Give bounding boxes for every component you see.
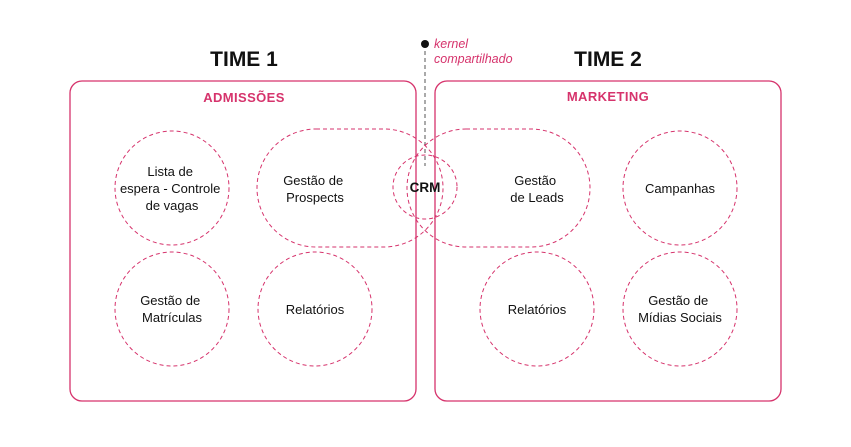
gestao-prospects-label: Gestão de Prospects (283, 173, 347, 205)
relatorios-admissoes-circle (257, 251, 373, 367)
campanhas-label: Campanhas (645, 181, 716, 196)
team2-title: TIME 2 (574, 48, 642, 71)
kernel-label-line2: compartilhado (434, 52, 513, 66)
marketing-context-box (434, 80, 782, 402)
leads-capsule (406, 128, 591, 248)
gestao-midias-circle (622, 251, 738, 367)
lista-espera-label: Lista de espera - Controle de vagas (120, 164, 224, 213)
crm-label: CRM (410, 180, 441, 195)
admissoes-context-box (69, 80, 417, 402)
relatorios-marketing-label: Relatórios (508, 302, 567, 317)
gestao-matriculas-circle (114, 251, 230, 367)
kernel-bullet-icon (421, 40, 429, 48)
relatorios-admissoes-label: Relatórios (286, 302, 345, 317)
kernel-label-line1: kernel (434, 37, 469, 51)
prospects-capsule (256, 128, 444, 248)
admissoes-label: ADMISSÕES (203, 90, 285, 105)
crm-circle (392, 154, 458, 220)
gestao-midias-label: Gestão de Mídias Sociais (638, 293, 722, 325)
campanhas-circle (622, 130, 738, 246)
gestao-matriculas-label: Gestão de Matrículas (140, 293, 204, 325)
gestao-leads-label: Gestão de Leads (510, 173, 564, 205)
team1-title: TIME 1 (210, 48, 278, 71)
marketing-label: MARKETING (567, 89, 649, 104)
relatorios-marketing-circle (479, 251, 595, 367)
lista-espera-circle (114, 130, 230, 246)
